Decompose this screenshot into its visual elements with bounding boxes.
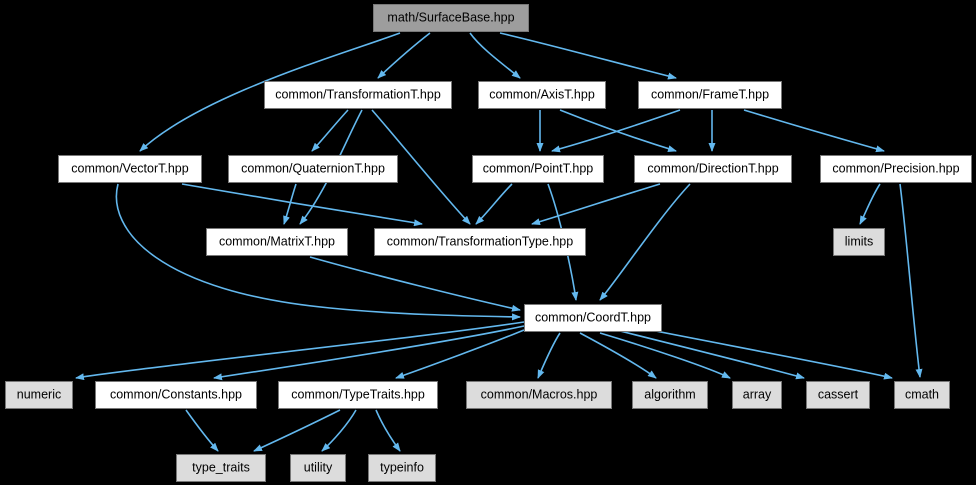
graph-edge-pointt-to-transformationtype [475, 183, 513, 225]
graph-node-typetraits[interactable]: common/TypeTraits.hpp [278, 381, 438, 409]
graph-edge-surfacebase-to-vectort [139, 32, 401, 152]
graph-node-utility[interactable]: utility [290, 454, 346, 482]
graph-node-label: math/SurfaceBase.hpp [387, 10, 515, 25]
edges-group [75, 32, 923, 452]
graph-node-surfacebase[interactable]: math/SurfaceBase.hpp [373, 4, 529, 32]
graph-node-label: common/FrameT.hpp [650, 87, 770, 102]
graph-node-label: cassert [817, 387, 859, 402]
graph-edge-framet-to-pointt [551, 109, 681, 153]
graph-node-typeinfo[interactable]: typeinfo [368, 454, 436, 482]
graph-edge-transformationt-to-quaterniont [311, 109, 349, 152]
graph-node-quaterniont[interactable]: common/QuaternionT.hpp [228, 155, 398, 183]
graph-node-label: common/TypeTraits.hpp [291, 387, 425, 402]
graph-edge-coordt-to-typetraits [395, 329, 525, 379]
graph-node-cassert[interactable]: cassert [806, 381, 870, 409]
graph-node-label: utility [303, 460, 333, 475]
graph-edge-coordt-to-numeric [75, 321, 525, 381]
graph-node-label: common/TransformationT.hpp [275, 87, 441, 102]
graph-edge-typetraits-to-type_traits [253, 409, 341, 452]
graph-edge-precision-to-cmath [899, 183, 923, 378]
graph-node-label: type_traits [192, 460, 250, 475]
graph-node-label: limits [844, 234, 874, 249]
graph-node-label: common/PointT.hpp [482, 161, 594, 176]
graph-node-label: algorithm [644, 387, 696, 402]
graph-edge-constants-to-type_traits [185, 409, 219, 452]
graph-edge-surfacebase-to-transformationt [377, 32, 431, 79]
graph-edge-vectort-to-coordt [115, 183, 521, 321]
graph-node-cmath[interactable]: cmath [894, 381, 950, 409]
graph-node-type_traits[interactable]: type_traits [176, 454, 266, 482]
graph-node-limits[interactable]: limits [833, 228, 885, 256]
graph-edge-surfacebase-to-framet [499, 32, 677, 80]
graph-node-label: common/VectorT.hpp [71, 161, 189, 176]
graph-node-label: numeric [16, 387, 62, 402]
graph-edge-typetraits-to-typeinfo [375, 409, 401, 452]
graph-edge-coordt-to-array [599, 332, 731, 379]
graph-node-label: common/Constants.hpp [109, 387, 242, 402]
graph-edge-coordt-to-constants [213, 325, 525, 381]
graph-node-label: common/QuaternionT.hpp [241, 161, 385, 176]
graph-node-pointt[interactable]: common/PointT.hpp [472, 155, 604, 183]
graph-node-algorithm[interactable]: algorithm [632, 381, 708, 409]
graph-node-framet[interactable]: common/FrameT.hpp [638, 81, 782, 109]
graph-edge-coordt-to-cassert [615, 329, 805, 380]
graph-node-constants[interactable]: common/Constants.hpp [95, 381, 257, 409]
graph-node-label: common/MatrixT.hpp [218, 234, 335, 249]
graph-edge-coordt-to-algorithm [579, 332, 657, 379]
graph-edge-matrixt-to-coordt [309, 256, 521, 312]
graph-node-transformationtype[interactable]: common/TransformationType.hpp [374, 228, 586, 256]
graph-node-label: array [742, 387, 772, 402]
graph-node-label: common/TransformationType.hpp [386, 234, 574, 249]
graph-edge-coordt-to-cmath [629, 325, 893, 380]
graph-node-label: cmath [904, 387, 940, 402]
graph-node-numeric[interactable]: numeric [5, 381, 73, 409]
graph-node-label: typeinfo [380, 460, 424, 475]
graph-edge-directiont-to-transformationtype [531, 183, 661, 226]
graph-node-coordt[interactable]: common/CoordT.hpp [524, 304, 662, 332]
graph-node-precision[interactable]: common/Precision.hpp [820, 155, 972, 183]
graph-node-label: common/AxisT.hpp [489, 87, 595, 102]
graph-node-label: common/DirectionT.hpp [647, 161, 779, 176]
graph-node-transformationt[interactable]: common/TransformationT.hpp [264, 81, 452, 109]
graph-edge-transformationt-to-transformationtype [371, 109, 471, 225]
graph-node-array[interactable]: array [732, 381, 782, 409]
graph-edge-coordt-to-macros [537, 332, 561, 379]
graph-edge-surfacebase-to-axist [469, 32, 521, 79]
graph-edge-quaterniont-to-matrixt [283, 183, 297, 225]
graph-edge-typetraits-to-utility [321, 409, 357, 452]
graph-node-matrixt[interactable]: common/MatrixT.hpp [206, 228, 348, 256]
graph-edge-precision-to-limits [859, 183, 881, 225]
graph-node-macros[interactable]: common/Macros.hpp [466, 381, 612, 409]
graph-node-vectort[interactable]: common/VectorT.hpp [58, 155, 202, 183]
graph-node-label: common/Macros.hpp [480, 387, 598, 402]
graph-edge-directiont-to-coordt [599, 183, 691, 301]
graph-edge-framet-to-precision [743, 109, 885, 153]
graph-node-axist[interactable]: common/AxisT.hpp [478, 81, 606, 109]
graph-node-label: common/CoordT.hpp [534, 310, 652, 325]
graph-node-directiont[interactable]: common/DirectionT.hpp [634, 155, 792, 183]
graph-node-label: common/Precision.hpp [832, 161, 960, 176]
graph-edge-vectort-to-transformationtype [181, 183, 423, 227]
